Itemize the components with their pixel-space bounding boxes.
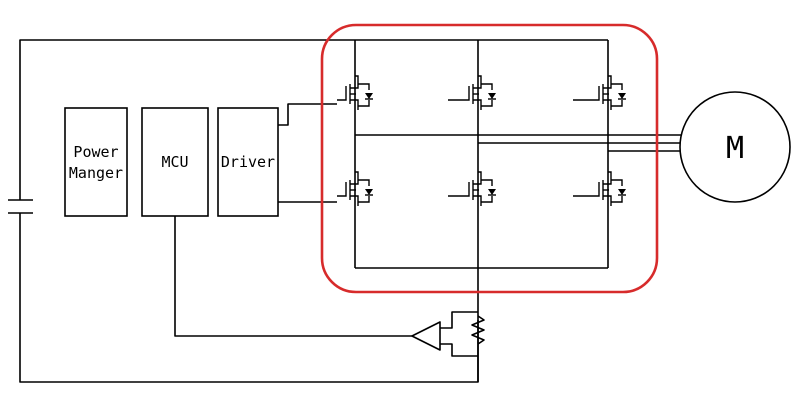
power-manager-label-line2: Manger: [69, 164, 123, 182]
capacitor-icon: [8, 199, 33, 214]
driver-block: Driver: [217, 107, 279, 217]
inverter-highlight: [320, 23, 659, 294]
phase-output-wires: [355, 134, 690, 152]
power-manager-block: Power Manger: [64, 107, 128, 217]
mcu-block: MCU: [141, 107, 209, 217]
amplifier-icon: [411, 311, 478, 357]
driver-label: Driver: [221, 153, 275, 171]
power-manager-label-line1: Power: [73, 143, 118, 161]
driver-gate-wires: [278, 103, 337, 203]
resistor-icon: [471, 315, 485, 345]
current-sense-feedback-wire: [174, 216, 412, 337]
motor-label: M: [726, 131, 744, 166]
mcu-label: MCU: [161, 153, 188, 171]
motor: M: [679, 91, 791, 203]
